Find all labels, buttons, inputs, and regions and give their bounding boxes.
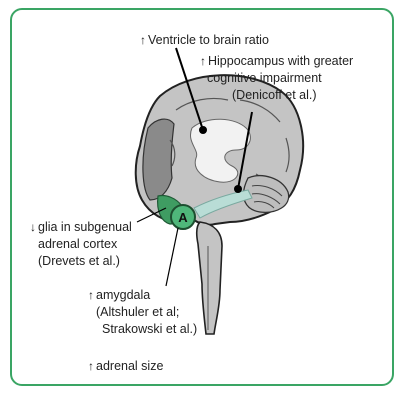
increase-arrow-icon: ↑ xyxy=(88,288,94,302)
amygdala-cite1: (Altshuler et al; xyxy=(88,304,197,321)
glia-cite: (Drevets et al.) xyxy=(30,253,132,270)
hippocampus-line1: Hippocampus with greater xyxy=(208,54,353,68)
adrenal-text: adrenal size xyxy=(96,359,163,373)
hippocampus-line2: cognitive impairment xyxy=(200,70,390,87)
marker-letter: A xyxy=(178,210,188,225)
increase-arrow-icon: ↑ xyxy=(140,33,146,47)
glia-line1: glia in subgenual xyxy=(38,220,132,234)
label-adrenal: ↑adrenal size xyxy=(88,358,163,375)
label-amygdala: ↑amygdala (Altshuler et al; Strakowski e… xyxy=(88,287,197,338)
label-hippocampus: ↑Hippocampus with greater cognitive impa… xyxy=(200,53,390,104)
label-ventricle: ↑Ventricle to brain ratio xyxy=(140,32,269,49)
increase-arrow-icon: ↑ xyxy=(88,359,94,373)
ventricle-text: Ventricle to brain ratio xyxy=(148,33,269,47)
hippocampus-cite: (Denicoff et al.) xyxy=(200,87,390,104)
brain-stem xyxy=(197,222,222,334)
amygdala-cite2: Strakowski et al.) xyxy=(88,321,197,338)
glia-line2: adrenal cortex xyxy=(30,236,132,253)
label-glia: ↓glia in subgenual adrenal cortex (Dreve… xyxy=(30,219,132,270)
amygdala-text: amygdala xyxy=(96,288,150,302)
decrease-arrow-icon: ↓ xyxy=(30,220,36,234)
pointer-amygdala xyxy=(166,228,178,286)
increase-arrow-icon: ↑ xyxy=(200,54,206,68)
